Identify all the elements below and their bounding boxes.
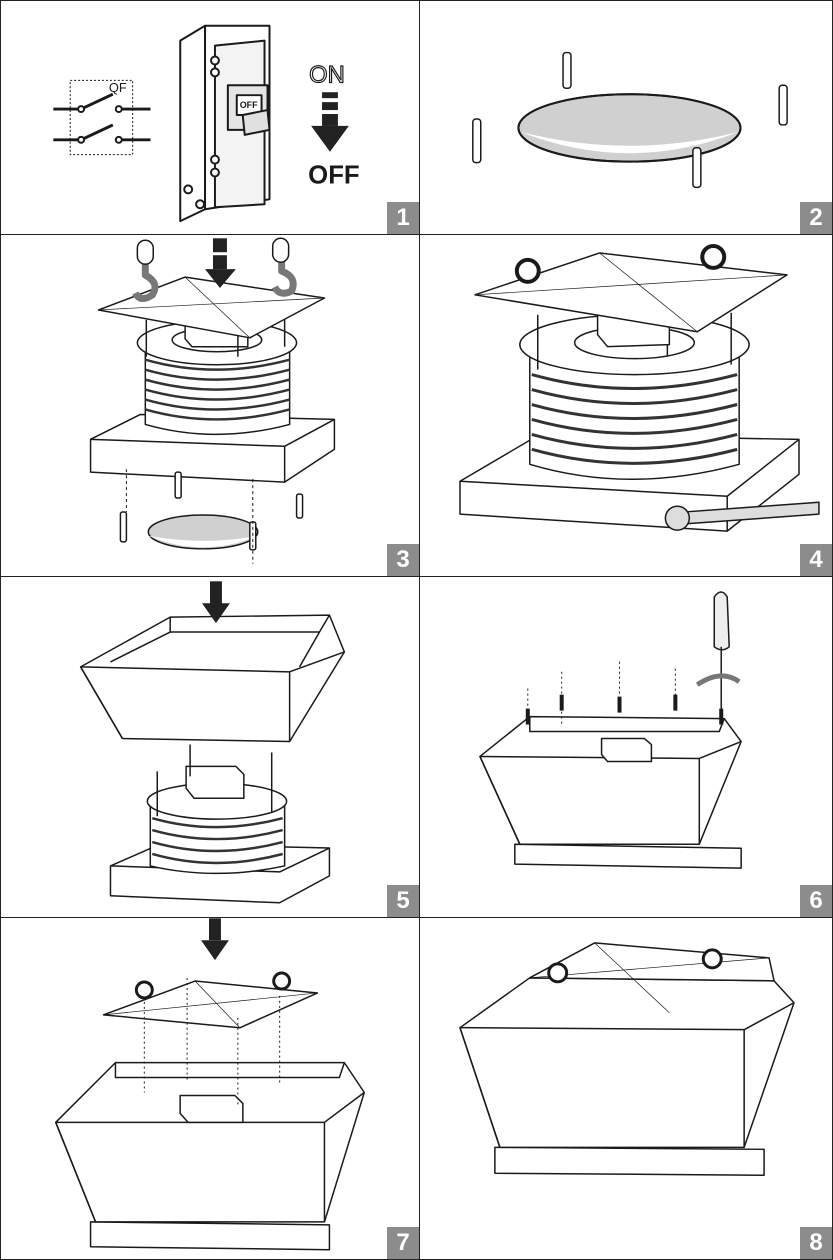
step-5-panel: 5 xyxy=(0,577,420,918)
step-1-panel: QF OFF ON OFF xyxy=(0,0,420,235)
step-3-panel: 3 xyxy=(0,235,420,577)
step-4-panel: 4 xyxy=(420,235,833,577)
step-8-panel: 8 xyxy=(420,918,833,1260)
qf-label: QF xyxy=(109,80,127,95)
assembled-unit-illustration xyxy=(459,942,795,1176)
step-7-panel: 7 xyxy=(0,918,420,1260)
off-label: OFF xyxy=(308,161,360,189)
step-2-panel: 2 xyxy=(420,0,833,235)
step-number-badge: 8 xyxy=(800,1227,832,1259)
step-number-badge: 3 xyxy=(387,544,419,576)
step-number-badge: 7 xyxy=(387,1227,419,1259)
placing-top-plate-illustration xyxy=(54,918,366,1251)
power-off-illustration: QF OFF ON OFF xyxy=(53,24,360,223)
down-arrow-icon xyxy=(202,581,230,624)
step-number-badge: 4 xyxy=(800,544,832,576)
down-arrow-icon xyxy=(201,918,229,961)
step-number-badge: 1 xyxy=(387,202,419,234)
stud-pins xyxy=(472,51,788,189)
fastening-fan-illustration xyxy=(459,243,820,532)
down-arrow-icon xyxy=(311,92,349,152)
step-number-badge: 2 xyxy=(800,202,832,234)
screwing-housing-illustration xyxy=(479,591,742,869)
lifting-fan-illustration xyxy=(89,237,336,564)
step-6-panel: 6 xyxy=(420,577,833,918)
placing-housing-illustration xyxy=(79,581,346,904)
on-label: ON xyxy=(309,61,345,88)
breaker-off-label: OFF xyxy=(240,100,258,110)
step-number-badge: 5 xyxy=(387,885,419,917)
mounting-opening-illustration xyxy=(472,51,788,189)
step-number-badge: 6 xyxy=(800,885,832,917)
down-arrow-icon xyxy=(205,238,236,289)
circuit-breaker xyxy=(179,24,271,223)
switch-symbol xyxy=(53,92,151,142)
